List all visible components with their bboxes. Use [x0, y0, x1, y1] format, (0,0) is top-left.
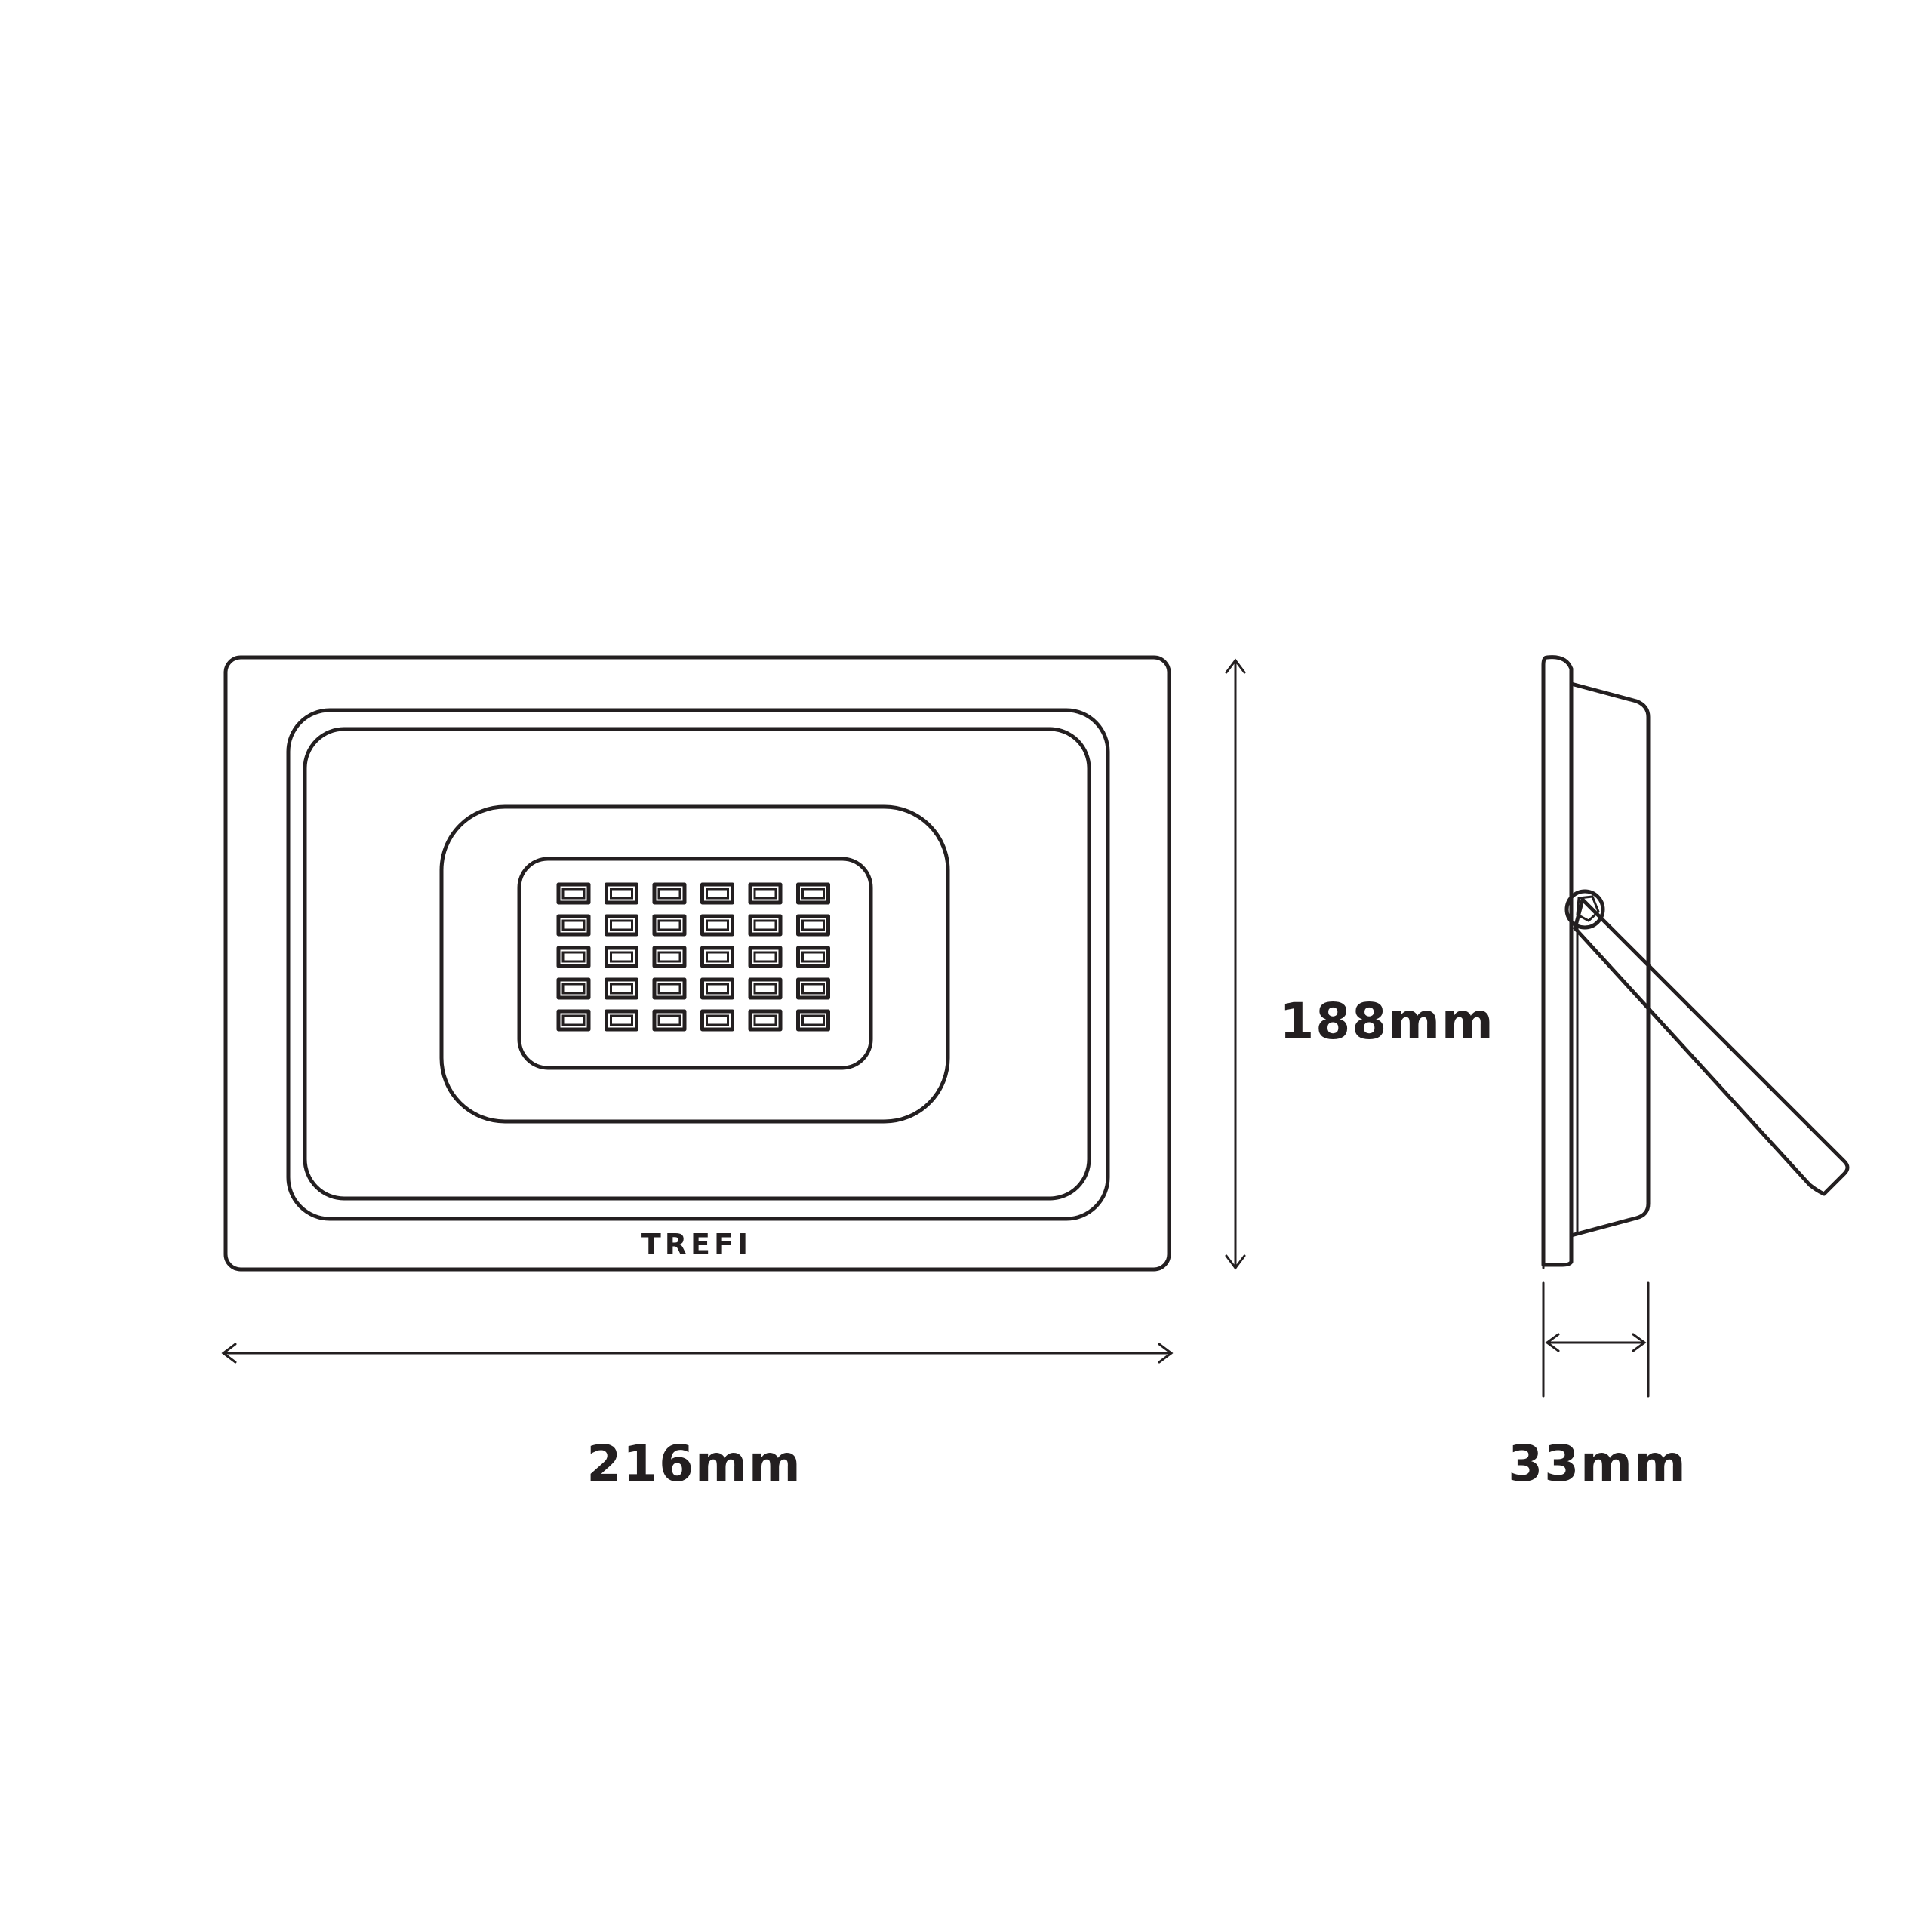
led-chip — [796, 882, 830, 905]
led-chip-lens — [610, 1014, 633, 1026]
led-chip — [796, 914, 830, 937]
lens-frame — [439, 804, 950, 1124]
led-chip — [796, 946, 830, 968]
brand-logo: TREFI — [641, 1228, 752, 1261]
led-chip-lens — [657, 951, 681, 963]
led-chip-lens — [753, 951, 777, 963]
led-chip-lens — [753, 919, 777, 931]
depth-arrow-right — [1632, 1333, 1647, 1352]
led-chip-lens — [801, 983, 825, 995]
led-chip — [748, 914, 783, 937]
led-chip-lens — [801, 1014, 825, 1026]
led-chip — [605, 882, 638, 905]
bracket-pivot-bolt — [1576, 895, 1600, 922]
depth-dimension: 33mm — [1508, 1281, 1687, 1493]
led-chip — [700, 882, 734, 905]
led-chip-lens — [753, 888, 777, 900]
led-chip-lens — [657, 919, 681, 931]
led-chip-lens — [801, 919, 825, 931]
width-arrow-right — [1158, 1343, 1174, 1364]
led-chip — [556, 977, 591, 1000]
led-chip-lens — [561, 919, 586, 931]
led-chip-lens — [801, 951, 825, 963]
housing-outer-ring — [286, 708, 1110, 1221]
led-chip-lens — [657, 983, 681, 995]
led-chip — [748, 882, 783, 905]
led-chip — [700, 914, 734, 937]
led-chip — [748, 946, 783, 968]
led-chip — [652, 977, 687, 1000]
led-chip-lens — [706, 983, 729, 995]
width-arrow-left — [221, 1343, 237, 1364]
led-chip-lens — [657, 1014, 681, 1026]
led-chip-lens — [561, 951, 586, 963]
led-chip-lens — [706, 1014, 729, 1026]
side-view — [1541, 655, 1850, 1269]
led-chip — [556, 882, 591, 905]
led-chip-lens — [801, 888, 825, 900]
led-chip — [652, 946, 687, 968]
side-front-plate — [1541, 655, 1574, 1267]
led-chip — [700, 946, 734, 968]
led-board — [517, 857, 873, 1070]
led-chip — [605, 946, 638, 968]
height-arrow-bottom — [1225, 1254, 1246, 1270]
led-chip-lens — [706, 888, 729, 900]
led-chip — [605, 977, 638, 1000]
led-chip — [700, 1009, 734, 1032]
width-dimension: 216mm — [221, 1343, 1174, 1493]
led-chip — [796, 1009, 830, 1032]
led-chip — [605, 914, 638, 937]
led-chip-lens — [657, 888, 681, 900]
led-chip-lens — [610, 951, 633, 963]
led-chip-lens — [753, 1014, 777, 1026]
led-chip-lens — [561, 1014, 586, 1026]
led-chip-lens — [561, 888, 586, 900]
led-chip-lens — [610, 919, 633, 931]
led-chip-lens — [706, 919, 729, 931]
led-chip-lens — [610, 983, 633, 995]
led-chip — [652, 1009, 687, 1032]
height-arrow-top — [1225, 658, 1246, 674]
led-chip — [652, 882, 687, 905]
led-chip — [652, 914, 687, 937]
housing-inner-ring — [303, 727, 1091, 1201]
led-chip — [556, 1009, 591, 1032]
led-chip-lens — [706, 951, 729, 963]
led-chip — [748, 977, 783, 1000]
led-chip-lens — [610, 888, 633, 900]
led-chip — [700, 977, 734, 1000]
mounting-bracket — [1573, 897, 1850, 1196]
led-chip — [556, 946, 591, 968]
led-chip — [748, 1009, 783, 1032]
led-chip — [796, 977, 830, 1000]
led-chip — [605, 1009, 638, 1032]
side-housing — [1569, 681, 1651, 1238]
height-label: 188mm — [1279, 992, 1494, 1051]
bracket-pivot — [1564, 889, 1605, 930]
width-label: 216mm — [586, 1435, 801, 1493]
outer-frame — [223, 655, 1171, 1272]
led-chip-lens — [561, 983, 586, 995]
front-view: TREFI — [223, 655, 1171, 1272]
height-dimension: 188mm — [1225, 658, 1494, 1270]
depth-label: 33mm — [1508, 1435, 1687, 1493]
led-grid — [556, 882, 830, 1032]
depth-arrow-left — [1545, 1333, 1560, 1352]
led-chip-lens — [753, 983, 777, 995]
led-chip — [556, 914, 591, 937]
